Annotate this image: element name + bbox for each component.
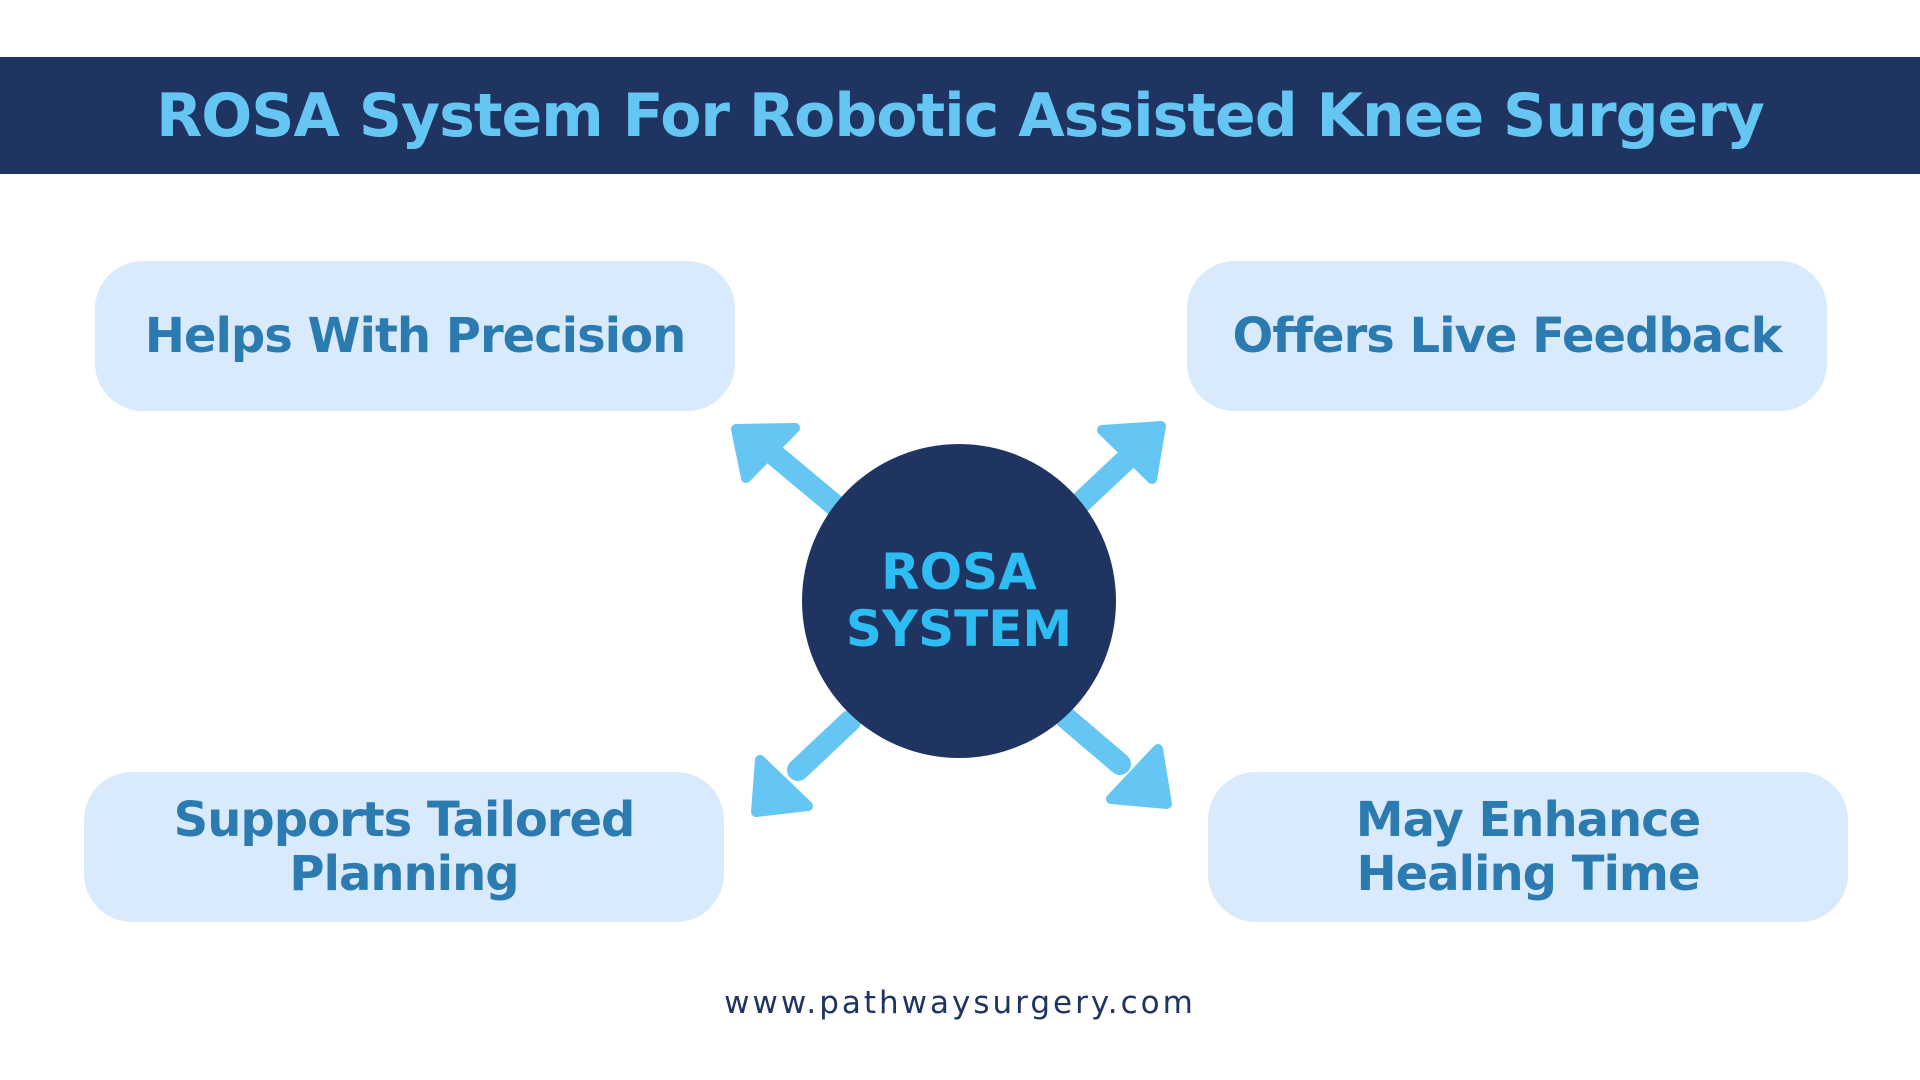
arrow-up-left-icon [731, 423, 849, 519]
benefit-label-precision: Helps With Precision [144, 308, 687, 364]
benefit-box-tailored-planning: Supports Tailored Planning [84, 772, 724, 922]
arrow-up-right-icon [1067, 421, 1166, 516]
benefit-box-healing-time: May Enhance Healing Time [1208, 772, 1848, 922]
header-band: ROSA System For Robotic Assisted Knee Su… [0, 57, 1920, 174]
arrow-down-left-icon [751, 710, 861, 817]
footer-url: www.pathwaysurgery.com [724, 985, 1196, 1021]
center-node: ROSA SYSTEM [802, 444, 1116, 758]
benefit-label-live-feedback: Offers Live Feedback [1232, 308, 1782, 364]
page-title: ROSA System For Robotic Assisted Knee Su… [156, 80, 1765, 151]
center-label-line2: SYSTEM [845, 600, 1073, 658]
benefit-box-precision: Helps With Precision [95, 261, 735, 411]
arrow-down-right-icon [1055, 707, 1172, 809]
benefit-label-tailored-planning: Supports Tailored Planning [173, 792, 636, 902]
benefit-label-healing-time: May Enhance Healing Time [1355, 792, 1701, 902]
center-label-line1: ROSA [881, 543, 1037, 601]
benefit-box-live-feedback: Offers Live Feedback [1187, 261, 1827, 411]
